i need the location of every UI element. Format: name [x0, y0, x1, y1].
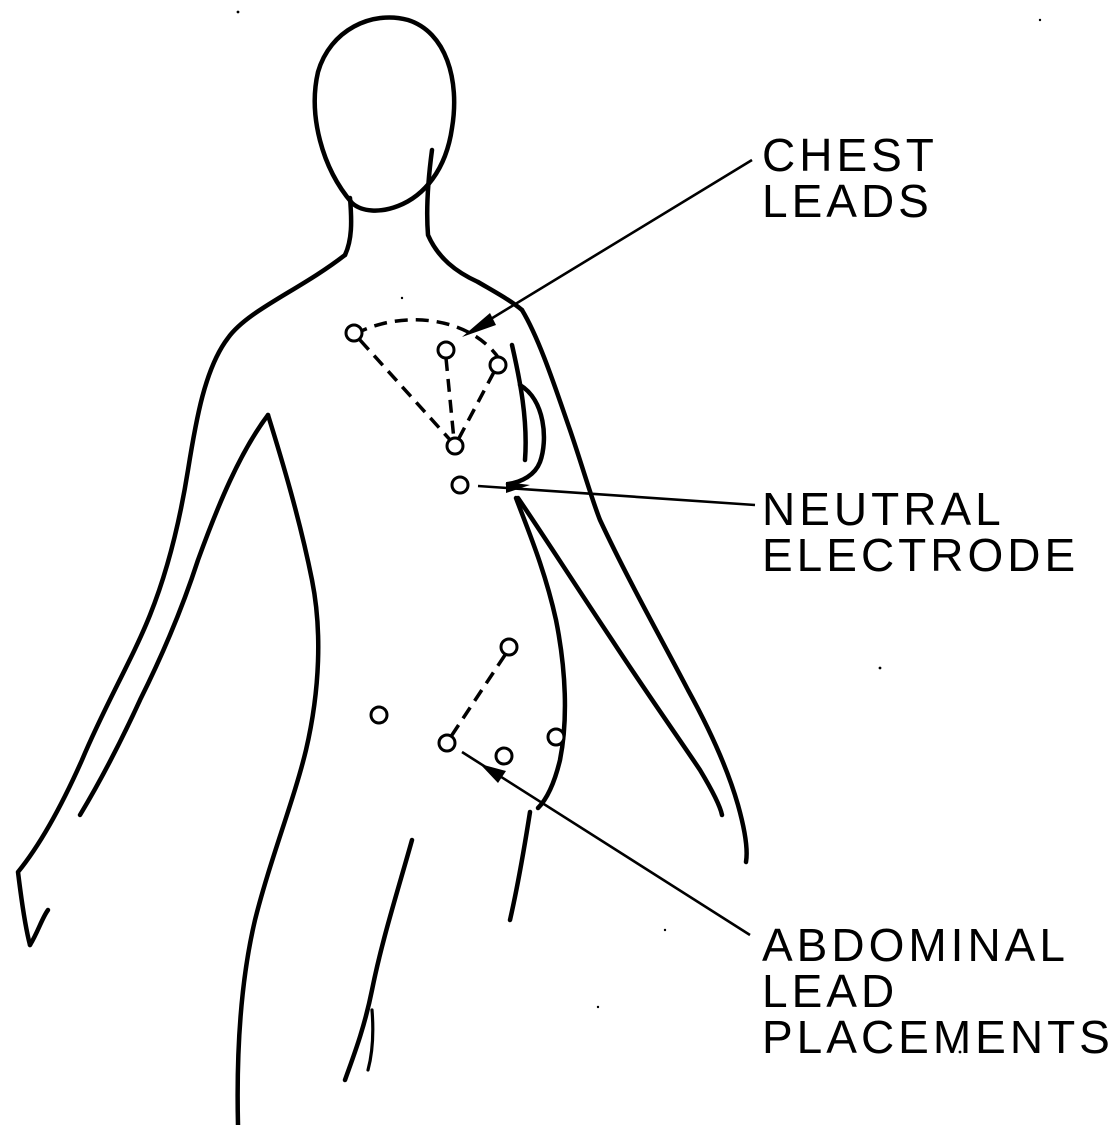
left-arm-outer-outline [18, 255, 345, 945]
print-speck [664, 929, 666, 931]
right-torso-upper-outline [512, 345, 526, 460]
chest-electrode [447, 438, 463, 454]
abdominal-lead-line [450, 655, 505, 738]
chest-leads-label: CHEST LEADS [762, 132, 938, 224]
print-speck [597, 1006, 599, 1008]
head-outline [315, 17, 454, 210]
right-arm-inner-outline [518, 498, 722, 815]
print-speck [237, 11, 240, 14]
leg-detail-line [368, 1010, 373, 1070]
neck-left-outline [345, 198, 351, 255]
abdominal-electrode [439, 735, 455, 751]
neutral-electrode-arrowhead [506, 482, 530, 493]
chest-leads-pointer [476, 160, 752, 328]
chest-lead-line-center [446, 358, 454, 440]
left-leg-inner-outline [345, 840, 412, 1080]
neutral-electrode-label-line1: NEUTRAL [762, 486, 1079, 532]
abdominal-electrode [548, 729, 564, 745]
chest-electrode [490, 357, 506, 373]
chest-leads-arrowhead [462, 313, 496, 337]
abdominal-electrode [496, 748, 512, 764]
abdominal-electrode [501, 639, 517, 655]
chest-leads-label-line2: LEADS [762, 178, 938, 224]
print-speck [1039, 19, 1041, 21]
neutral-electrode-marker [452, 477, 468, 493]
abdominal-lead-placements-label: ABDOMINAL LEAD PLACEMENTS [762, 922, 1114, 1060]
chest-electrode [346, 325, 362, 341]
abdominal-leads-arrowhead [480, 764, 506, 783]
neutral-electrode-label-line2: ELECTRODE [762, 532, 1079, 578]
left-arm-inner-outline [80, 415, 268, 815]
abdominal-label-line1: ABDOMINAL [762, 922, 1114, 968]
chest-lead-line-right [458, 372, 494, 440]
left-hand-outline [30, 910, 48, 945]
abdominal-electrode [371, 707, 387, 723]
right-shoulder-outline [478, 282, 522, 310]
left-torso-outline [238, 415, 319, 1125]
abdominal-label-line3: PLACEMENTS [762, 1014, 1114, 1060]
abdominal-label-line2: LEAD [762, 968, 1114, 1014]
print-speck [879, 667, 882, 670]
print-speck [401, 297, 403, 299]
chest-leads-label-line1: CHEST [762, 132, 938, 178]
right-torso-outline [516, 498, 565, 808]
right-hip-outline [510, 812, 530, 920]
neck-right-outline [427, 150, 478, 282]
chest-electrode [438, 342, 454, 358]
neutral-electrode-label: NEUTRAL ELECTRODE [762, 486, 1079, 578]
